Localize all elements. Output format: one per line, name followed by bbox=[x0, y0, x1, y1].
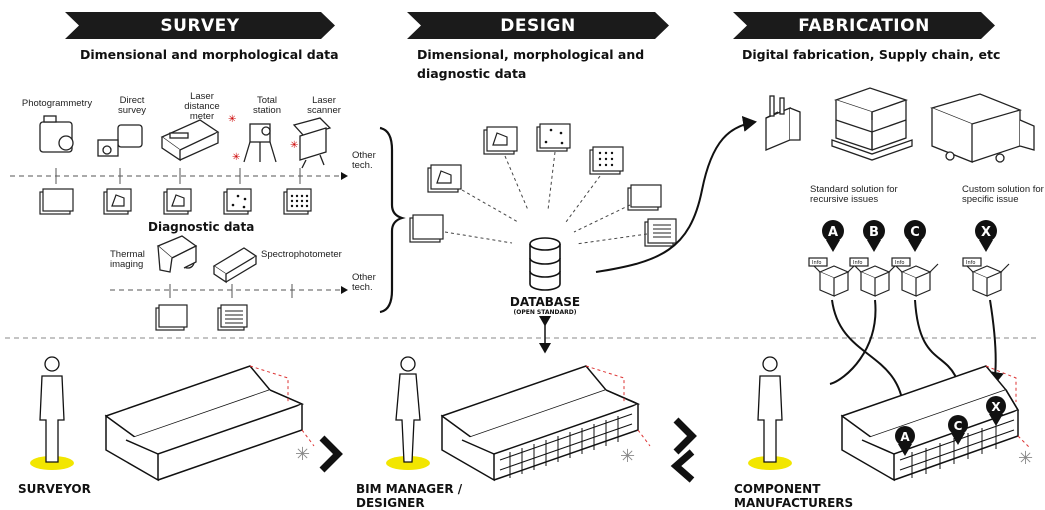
building-marker-x: X bbox=[991, 400, 1001, 414]
marker-b bbox=[863, 220, 885, 252]
diagnostic-data-title: Diagnostic data bbox=[148, 220, 255, 234]
laser-meter-icon bbox=[160, 119, 220, 162]
chevron-right-icon-2 bbox=[673, 417, 697, 455]
marker-c bbox=[904, 220, 926, 252]
tool-label-laser-distance-meter: Laser distance meter bbox=[184, 91, 220, 122]
tape-measure-icon bbox=[97, 124, 143, 157]
fabrication-markers bbox=[822, 220, 997, 252]
svg-text:✳: ✳ bbox=[1018, 448, 1033, 469]
survey-documents bbox=[39, 188, 312, 215]
svg-text:✳: ✳ bbox=[620, 446, 635, 467]
tool-label-spectrophotometer: Spectrophotometer bbox=[261, 249, 342, 260]
database-subtitle: (OPEN STANDARD) bbox=[513, 309, 577, 316]
chevron-left-icon bbox=[670, 449, 695, 483]
other-tech-label-2: Other tech. bbox=[352, 272, 376, 293]
design-documents bbox=[409, 123, 677, 247]
building-design bbox=[440, 365, 641, 482]
design-subtitle: Dimensional, morphological and diagnosti… bbox=[417, 47, 645, 81]
marker-x bbox=[975, 220, 997, 252]
svg-text:✳: ✳ bbox=[228, 114, 236, 125]
chevron-right-icon bbox=[319, 435, 343, 473]
tool-label-photogrammetry: Photogrammetry bbox=[21, 98, 93, 109]
role-component-manufacturers: COMPONENT MANUFACTURERS bbox=[734, 482, 854, 510]
svg-text:✳: ✳ bbox=[232, 152, 240, 163]
info-tag-a: Info bbox=[812, 260, 821, 266]
camera-icon bbox=[39, 115, 74, 153]
building-fabrication bbox=[840, 365, 1020, 482]
marker-a-letter: A bbox=[828, 225, 838, 240]
database-icon bbox=[529, 237, 561, 291]
role-bim-manager: BIM MANAGER / DESIGNER bbox=[356, 482, 463, 510]
tool-label-laser-scanner: Laser scanner bbox=[307, 95, 341, 116]
info-tag-b: Info bbox=[853, 260, 862, 266]
info-tag-x: Info bbox=[966, 260, 975, 266]
tool-label-total-station: Total station bbox=[253, 95, 281, 116]
marker-b-letter: B bbox=[869, 225, 879, 240]
bim-manager-figure bbox=[386, 356, 430, 470]
surveyor-figure bbox=[30, 356, 74, 470]
database-title: DATABASE bbox=[509, 295, 581, 309]
fabrication-subtitle: Digital fabrication, Supply chain, etc bbox=[742, 47, 1001, 62]
banner-survey: SURVEY bbox=[65, 12, 335, 39]
other-tech-label-1: Other tech. bbox=[352, 150, 376, 171]
truck-icon bbox=[930, 93, 1035, 163]
curly-brace bbox=[379, 126, 406, 314]
building-marker-a: A bbox=[900, 430, 910, 444]
marker-x-letter: X bbox=[981, 225, 991, 240]
banner-design: DESIGN bbox=[407, 12, 669, 39]
standard-solution-label: Standard solution for recursive issues bbox=[810, 184, 898, 205]
survey-subtitle: Dimensional and morphological data bbox=[80, 47, 339, 62]
custom-solution-label: Custom solution for specific issue bbox=[962, 184, 1044, 205]
banner-fabrication: FABRICATION bbox=[733, 12, 995, 39]
building-survey bbox=[104, 365, 305, 482]
manufacturer-figure bbox=[748, 356, 792, 470]
marker-a bbox=[822, 220, 844, 252]
spectrophotometer-icon bbox=[212, 247, 258, 284]
svg-text:✳: ✳ bbox=[290, 140, 298, 151]
svg-text:✳: ✳ bbox=[295, 444, 310, 465]
marker-c-letter: C bbox=[910, 225, 920, 240]
component-boxes bbox=[808, 257, 1010, 297]
tool-label-thermal-imaging: Thermal imaging bbox=[110, 249, 145, 270]
building-marker-c: C bbox=[954, 419, 963, 433]
tool-icons bbox=[39, 115, 332, 169]
laser-scanner-icon bbox=[292, 117, 332, 169]
tool-label-direct-survey: Direct survey bbox=[118, 95, 146, 116]
info-tag-c: Info bbox=[895, 260, 904, 266]
building-markers bbox=[895, 396, 1006, 456]
role-surveyor: SURVEYOR bbox=[18, 482, 91, 496]
thermal-camera-icon bbox=[156, 235, 198, 273]
total-station-icon bbox=[243, 123, 277, 163]
factory-icon bbox=[765, 95, 801, 151]
boxes-pallet-icon bbox=[831, 87, 913, 161]
